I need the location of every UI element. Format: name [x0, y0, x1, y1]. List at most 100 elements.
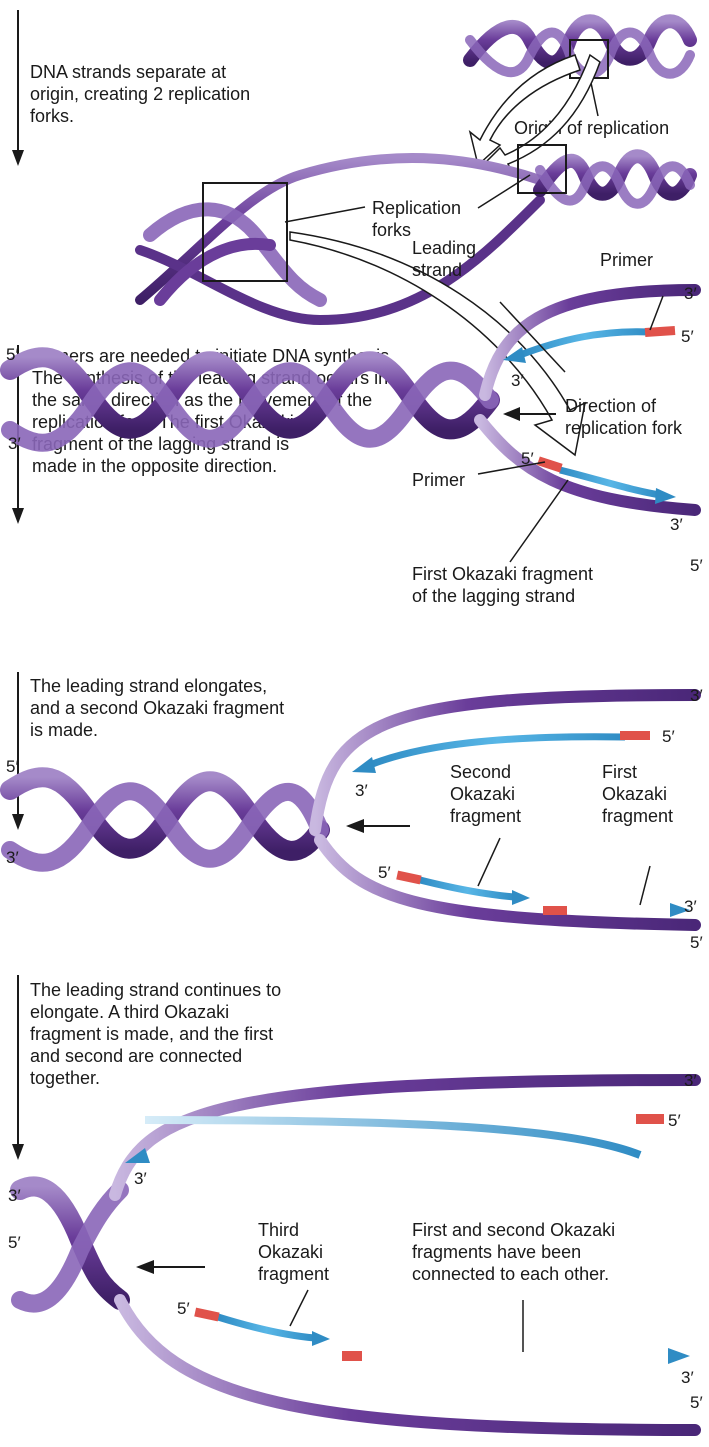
step-2-text-line: made in the opposite direction.	[32, 456, 277, 476]
second-fragment-label-line: Second	[450, 762, 511, 782]
step-4-text-line: fragment is made, and the first	[30, 1024, 273, 1044]
panel3-helix	[10, 695, 695, 925]
p3-second-leader	[478, 838, 500, 886]
p2-5-primer: 5′	[681, 327, 694, 346]
primer-bottom-label: Primer	[412, 470, 465, 490]
step-arrow-4	[12, 975, 24, 1160]
p2-5-lagging-primer: 5′	[521, 449, 534, 468]
leading-label-line: Leading	[412, 238, 476, 258]
connected-label-line: fragments have been	[412, 1242, 581, 1262]
p4-5-third-primer: 5′	[177, 1299, 190, 1318]
helix-top	[470, 21, 690, 74]
step-3-text-line: The leading strand elongates,	[30, 676, 267, 696]
p2-3-left: 3′	[8, 434, 21, 453]
leading-strand	[520, 332, 650, 355]
step-4-text-line: The leading strand continues to	[30, 980, 281, 1000]
p4-leading-primer	[636, 1114, 664, 1124]
p4-third-leader	[290, 1290, 308, 1326]
first-fragment-lagging-label-line: First Okazaki fragment	[412, 564, 593, 584]
step-1-text-line: DNA strands separate at	[30, 62, 226, 82]
step-1-text-line: forks.	[30, 106, 74, 126]
p4-third-fragment	[218, 1317, 315, 1338]
p3-5-second-primer: 5′	[378, 863, 391, 882]
forks-label-line: forks	[372, 220, 411, 240]
p3-first-primer	[543, 906, 567, 915]
panel4-helix	[20, 1080, 695, 1430]
p2-3-topright: 3′	[684, 284, 697, 303]
p3-second-primer	[396, 871, 421, 885]
p4-3-topright: 3′	[684, 1071, 697, 1090]
forks-leader-right	[478, 175, 530, 208]
second-fragment-label-line: Okazaki	[450, 784, 515, 804]
p4-third-primer	[194, 1308, 219, 1322]
p3-second-fragment	[420, 880, 515, 897]
p4-connected-arrowhead	[668, 1348, 690, 1364]
p3-second-arrowhead	[512, 890, 530, 905]
first-fragment-label-line: First	[602, 762, 637, 782]
p3-leading-arrowhead	[352, 757, 376, 773]
p4-third-arrowhead	[312, 1331, 330, 1346]
primer-top-leader	[650, 296, 663, 330]
primer-top-label: Primer	[600, 250, 653, 270]
third-fragment-label-line: Okazaki	[258, 1242, 323, 1262]
third-fragment-label-line: Third	[258, 1220, 299, 1240]
p4-5-bottomright: 5′	[690, 1393, 703, 1412]
first-fragment-leader	[510, 480, 568, 562]
connected-label-line: connected to each other.	[412, 1264, 609, 1284]
p4-5-left: 5′	[8, 1233, 21, 1252]
second-fragment-label-line: fragment	[450, 806, 521, 826]
forks-label-line: Replication	[372, 198, 461, 218]
primer-bottom-label-line: Primer	[412, 470, 465, 490]
step-4-text-line: together.	[30, 1068, 100, 1088]
step-4-text-line: and second are connected	[30, 1046, 242, 1066]
p4-5-primer: 5′	[668, 1111, 681, 1130]
first-fragment-lagging-label-line: of the lagging strand	[412, 586, 575, 606]
leading-label-line: strand	[412, 260, 462, 280]
direction-label-line: Direction of	[565, 396, 657, 416]
p3-3-first-end: 3′	[684, 897, 697, 916]
p2-5-bottomright: 5′	[690, 556, 703, 575]
leading-primer	[645, 326, 676, 337]
p3-5-bottomright: 5′	[690, 933, 703, 952]
p3-direction-arrow	[346, 819, 410, 833]
p3-3-topright: 3′	[690, 686, 703, 705]
step-arrow-3	[12, 672, 24, 830]
p4-3-connected-end: 3′	[681, 1368, 694, 1387]
step-arrow-1	[12, 10, 24, 166]
p3-3-left: 3′	[6, 848, 19, 867]
p3-leading-primer	[620, 731, 650, 740]
p3-5-left: 5′	[6, 757, 19, 776]
p3-first-leader	[640, 866, 650, 905]
connected-label-line: First and second Okazaki	[412, 1220, 615, 1240]
p3-3-leading-end: 3′	[355, 781, 368, 800]
first-fragment-label-line: fragment	[602, 806, 673, 826]
p3-5-primer: 5′	[662, 727, 675, 746]
first-fragment-label-line: Okazaki	[602, 784, 667, 804]
p4-leading-strand	[145, 1120, 640, 1155]
step-3-text: The leading strand elongates,and a secon…	[30, 676, 284, 740]
p4-direction-arrow	[136, 1260, 205, 1274]
step-1-text-line: origin, creating 2 replication	[30, 84, 250, 104]
p3-leading-strand	[370, 737, 625, 765]
p4-3-left: 3′	[8, 1186, 21, 1205]
p4-connected-primer	[342, 1351, 362, 1361]
forks-leader-left	[285, 207, 365, 222]
p2-3-lagging-end: 3′	[670, 515, 683, 534]
direction-label-line: replication fork	[565, 418, 683, 438]
third-fragment-label-line: fragment	[258, 1264, 329, 1284]
step-3-text-line: is made.	[30, 720, 98, 740]
primer-top-label-line: Primer	[600, 250, 653, 270]
first-fragment-label: FirstOkazakifragment	[602, 762, 673, 826]
p2-3-leading-end: 3′	[511, 371, 524, 390]
step-4-text-line: elongate. A third Okazaki	[30, 1002, 229, 1022]
step-3-text-line: and a second Okazaki fragment	[30, 698, 284, 718]
